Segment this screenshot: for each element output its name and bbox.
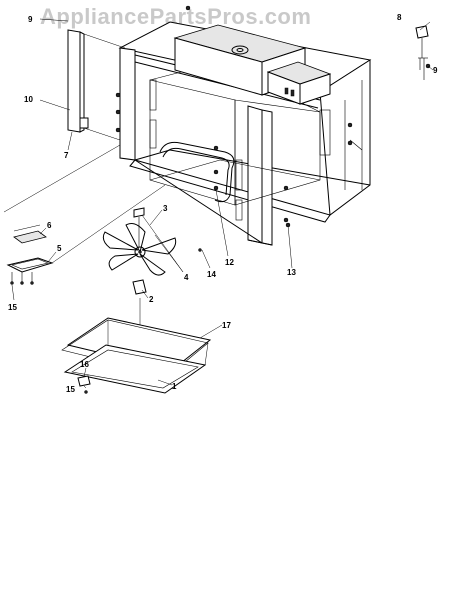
callout-label: 9 <box>28 15 33 24</box>
callout-label: 3 <box>163 204 168 213</box>
side-bracket <box>67 29 126 141</box>
convection-fan <box>102 207 177 330</box>
callout-label: 10 <box>24 95 33 104</box>
callout-label: 6 <box>47 221 52 230</box>
callout-label: 16 <box>80 360 89 369</box>
oven-bottom-panel <box>61 317 212 394</box>
callout-label: 5 <box>57 244 62 253</box>
callout-leaders <box>11 18 434 394</box>
callout-label: 7 <box>64 151 69 160</box>
callout-label: 9 <box>433 66 438 75</box>
callout-label: 8 <box>397 13 402 22</box>
callout-label: 12 <box>225 258 234 267</box>
callout-label: 15 <box>8 303 17 312</box>
oven-cavity-frame <box>115 5 372 246</box>
callout-label: 2 <box>149 295 154 304</box>
callout-label: 4 <box>184 273 189 282</box>
callout-labels: 9 8 9 10 7 3 6 5 4 12 14 13 2 15 17 16 1… <box>8 13 438 394</box>
callout-label: 17 <box>222 321 231 330</box>
callout-label: 13 <box>287 268 296 277</box>
light-lens-assembly <box>3 144 166 285</box>
callout-label: 1 <box>172 382 177 391</box>
callout-label: 15 <box>66 385 75 394</box>
callout-label: 14 <box>207 270 216 279</box>
wire-connector <box>415 25 431 80</box>
